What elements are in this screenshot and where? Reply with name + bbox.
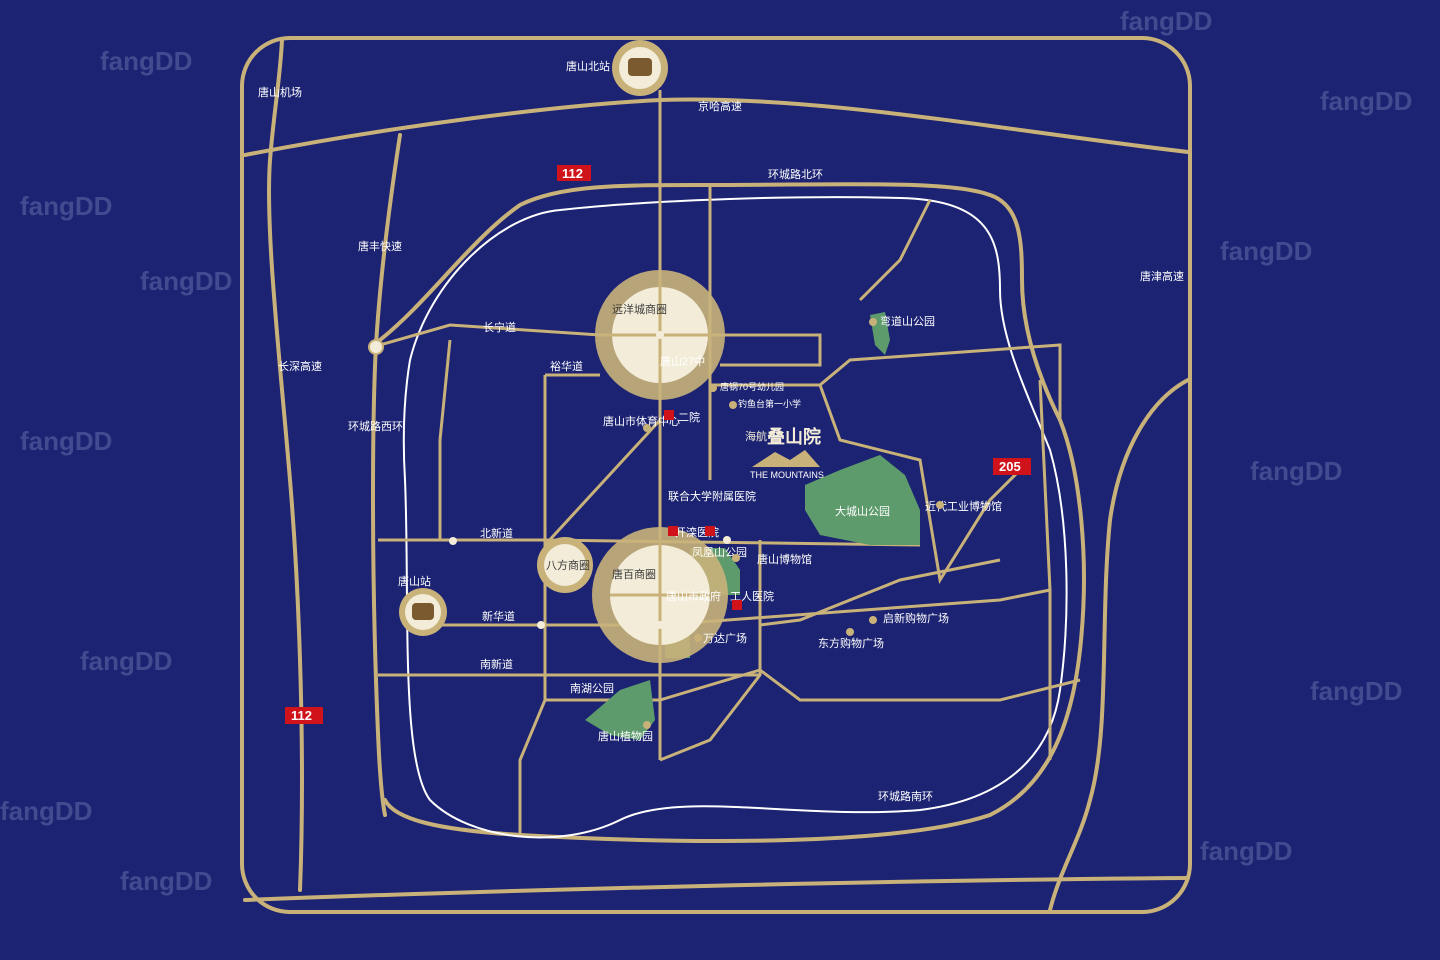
watermark: fangDD	[20, 426, 112, 456]
label-botanical: 唐山植物园	[598, 729, 653, 743]
label-nanhu: 南湖公园	[570, 682, 614, 695]
label-nanxin: 南新道	[480, 657, 513, 671]
hub-yuanyang-label: 远洋城商圈	[612, 302, 667, 316]
label-jingha: 京哈高速	[698, 99, 742, 113]
label-industrial: 近代工业博物馆	[925, 499, 1002, 513]
label-hospital2: 二院	[678, 410, 700, 424]
project-brand: 海航	[745, 429, 767, 443]
label-hospital3: 工人医院	[730, 589, 774, 603]
road-kaiyue	[1038, 379, 1052, 760]
hospital-icon	[705, 526, 715, 536]
jingha-expressway	[243, 97, 1190, 157]
label-yuhua: 裕华道	[550, 359, 583, 373]
watermark: fangDD	[1320, 86, 1412, 116]
hub-tangbai: 唐百商圈	[592, 527, 728, 663]
watermark: fangDD	[100, 46, 192, 76]
label-changning: 长宁道	[483, 320, 516, 334]
dacheng-park-area	[805, 455, 920, 545]
watermark: fangDD	[1120, 6, 1212, 36]
label-qixin: 启新购物广场	[883, 611, 949, 625]
hospital-markers	[664, 410, 742, 610]
railway-loop	[402, 196, 1068, 839]
nanhu-park-area	[585, 680, 655, 740]
watermark: fangDD	[20, 191, 112, 221]
train-icon	[412, 603, 434, 620]
watermark: fangDD	[1310, 676, 1402, 706]
tangfeng-expressway	[371, 133, 402, 817]
label-ring-north: 环城路北环	[768, 168, 823, 181]
label-hospital-univ: 联合大学附属医院	[668, 489, 756, 503]
hub-bafang: 八方商圈	[537, 537, 593, 593]
project-name: 叠山院	[767, 426, 821, 447]
label-school-dong: 钓鱼台第一小学	[738, 398, 801, 409]
watermark: fangDD	[1200, 836, 1292, 866]
label-school27: 唐山27中	[660, 354, 705, 368]
label-ring-west: 环城路西环	[348, 420, 403, 433]
road-diagonal-west	[543, 400, 662, 547]
bottom-expressway	[243, 876, 1190, 902]
project-sub: THE MOUNTAINS	[750, 470, 824, 480]
station-main-label: 唐山站	[398, 574, 431, 588]
label-beixin: 北新道	[480, 526, 513, 540]
watermark: fangDD	[80, 646, 172, 676]
hospital-icon	[664, 410, 674, 420]
ring-road	[378, 182, 1086, 843]
poi-dots	[643, 318, 944, 729]
shield-205: 205	[993, 458, 1031, 475]
shield-112-top: 112	[557, 165, 591, 181]
label-dongfang: 东方购物广场	[818, 636, 884, 650]
road-east	[759, 558, 1001, 627]
labels: 唐山机场 京哈高速 环城路北环 环城路南环 弯道山公园 大城山公园 近代工业博物…	[258, 85, 1184, 803]
road-zhanqian	[438, 339, 452, 441]
label-museum: 唐山博物馆	[757, 552, 812, 566]
project-marker[interactable]: 海航 叠山院 THE MOUNTAINS	[745, 426, 824, 480]
changshen-expressway	[267, 38, 304, 892]
watermark: fangDD	[1250, 456, 1342, 486]
label-dacheng: 大城山公园	[835, 504, 890, 518]
road-canyon	[818, 384, 1022, 585]
road-hedong	[710, 343, 1062, 420]
road-beixin	[378, 538, 921, 547]
road-tanghe	[659, 540, 762, 762]
watermark: fangDD	[0, 796, 92, 826]
svg-text:112: 112	[562, 166, 583, 181]
hospital-icon	[668, 526, 678, 536]
road-south-connector	[518, 668, 1081, 835]
label-tangfeng: 唐丰快速	[358, 239, 402, 253]
shield-112-bottom: 112	[285, 707, 323, 724]
outer-frame	[240, 36, 1192, 914]
tangjin-expressway	[1048, 378, 1190, 912]
label-airport: 唐山机场	[258, 85, 302, 99]
label-wandao: 弯道山公园	[880, 314, 935, 328]
mountain-icon	[752, 450, 820, 467]
svg-text:112: 112	[291, 708, 312, 723]
hub-bafang-label: 八方商圈	[546, 558, 590, 572]
svg-text:205: 205	[999, 459, 1021, 474]
label-xinhua: 新华道	[482, 609, 515, 623]
junction-dots	[368, 331, 731, 629]
hub-tangbai-label: 唐百商圈	[612, 567, 656, 581]
station-north-label: 唐山北站	[566, 59, 610, 73]
watermark: fangDD	[1220, 236, 1312, 266]
label-ring-south: 环城路南环	[878, 790, 933, 803]
station-main[interactable]: 唐山站	[398, 574, 447, 636]
label-government: 唐山市政府	[666, 589, 721, 603]
hospital-icon	[732, 600, 742, 610]
watermark-layer: fangDD fangDD fangDD fangDD fangDD fangD…	[0, 6, 1412, 896]
train-icon	[628, 58, 652, 76]
watermark: fangDD	[140, 266, 232, 296]
road-xinhua	[440, 588, 1051, 627]
watermark: fangDD	[120, 866, 212, 896]
road-northeast	[858, 199, 932, 302]
label-stadium: 唐山市体育中心	[603, 414, 680, 428]
label-changshen: 长深高速	[278, 359, 322, 373]
label-wanda: 万达广场	[703, 631, 747, 645]
label-kindergarten: 唐钢70号幼儿园	[720, 381, 784, 392]
label-tangjin: 唐津高速	[1140, 269, 1184, 283]
station-north[interactable]: 唐山北站	[566, 40, 668, 96]
